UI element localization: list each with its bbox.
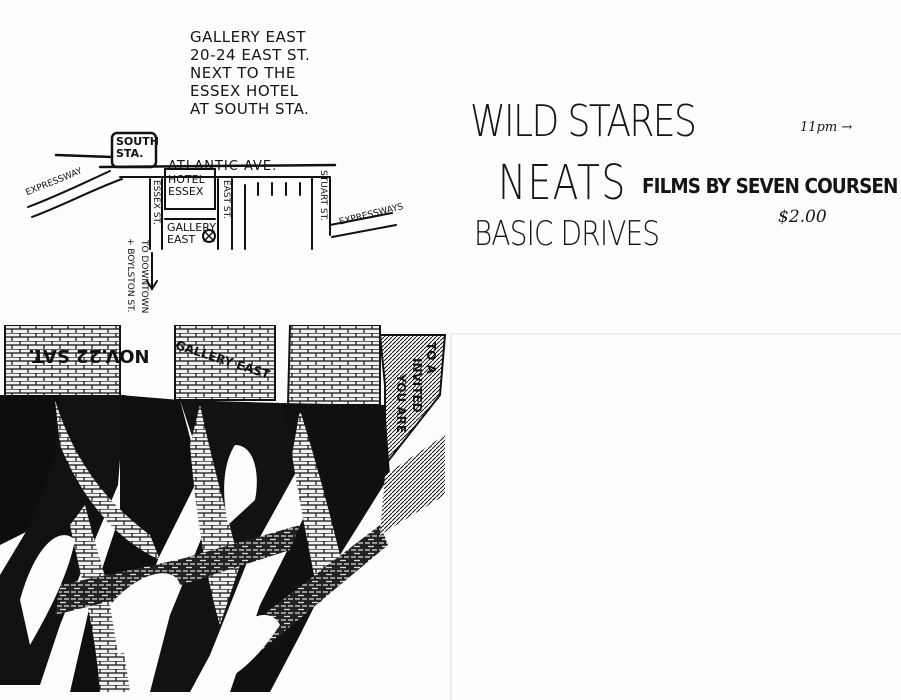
venue-address: GALLERY EAST 20-24 EAST ST. NEXT TO THE … (190, 28, 340, 118)
south-station-line: STA. (116, 147, 144, 160)
invitation-sign: TO A INVITED YOU ARE (392, 342, 452, 433)
east-st-label: EAST ST. (221, 180, 231, 219)
atlantic-ave-label: ATLANTIC AVE. (168, 159, 278, 174)
venue-line: ESSEX HOTEL (190, 82, 299, 100)
invitation-line: INVITED (410, 358, 424, 413)
band-name: BASIC DRIVES (474, 214, 660, 254)
boylston-label: + BOYLSTON ST. (125, 238, 135, 313)
band-name: WILD STARES (470, 96, 697, 147)
brick-arch-drawing (0, 325, 450, 692)
invitation-line: TO A (424, 342, 438, 374)
hotel-essex-line: HOTEL (168, 173, 205, 186)
south-station-label: SOUTH STA. (116, 136, 159, 160)
gallery-east-line: EAST (167, 233, 196, 246)
date-sign: NOV.22 SAT. (28, 345, 150, 366)
stuart-st-label: STUART ST. (318, 170, 328, 221)
venue-line: NEXT TO THE (190, 64, 296, 82)
fold-crease-vertical (450, 333, 452, 700)
venue-line: AT SOUTH STA. (190, 100, 310, 118)
venue-line: GALLERY EAST (190, 28, 306, 46)
hotel-essex-line: ESSEX (168, 185, 204, 198)
essex-st-label: ESSEX ST. (151, 180, 161, 225)
band-name: NEATS (498, 155, 627, 211)
ticket-price: $2.00 (778, 207, 827, 227)
to-downtown-label: TO DOWNTOWN (139, 240, 149, 314)
show-time: 11pm → (800, 120, 853, 135)
gallery-east-map-label: GALLERY EAST (167, 222, 216, 246)
gallery-east-line: GALLERY (167, 221, 216, 234)
hotel-essex-label: HOTEL ESSEX (168, 174, 205, 198)
films-credit: FILMS BY SEVEN COURSEN (642, 174, 898, 198)
street-map (27, 131, 397, 291)
south-station-line: SOUTH (116, 135, 159, 148)
venue-line: 20-24 EAST ST. (190, 46, 311, 64)
invitation-line: YOU ARE (394, 374, 408, 434)
